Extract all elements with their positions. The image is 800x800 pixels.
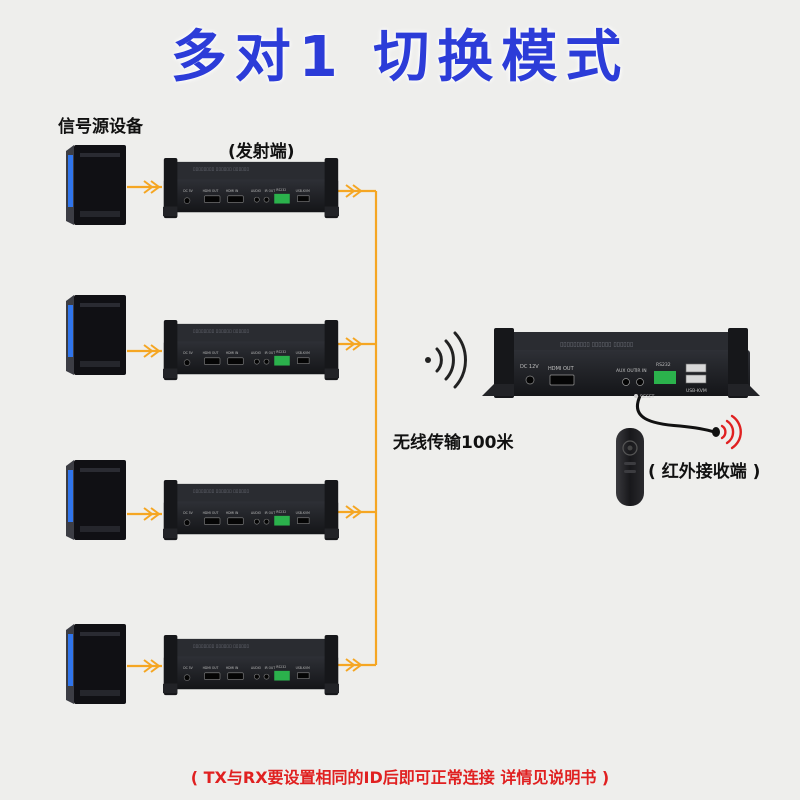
wifi-signal-icon [425, 333, 465, 387]
transmitter-device [152, 158, 350, 218]
svg-text:USB-KVM: USB-KVM [686, 388, 707, 394]
pc-tower-icon [66, 295, 126, 375]
svg-text:RS232: RS232 [656, 362, 671, 368]
transmitter-device [152, 320, 350, 380]
receiver-device: ▯▯▯▯▯▯▯▯▯ ▯▯▯▯▯▯ ▯▯▯▯▯▯ DC 12V HDMI OUT … [482, 328, 760, 400]
ir-receiver-label: ( 红外接收端 ) [648, 457, 760, 482]
svg-text:RESET: RESET [640, 394, 655, 400]
transmitter-device [152, 635, 350, 695]
ir-sensor [712, 427, 720, 437]
svg-text:HDMI OUT: HDMI OUT [548, 366, 575, 372]
svg-text:IR IN: IR IN [636, 368, 647, 374]
svg-text:AUX OUT: AUX OUT [616, 368, 637, 374]
ir-signal-icon [722, 416, 741, 448]
pc-tower-icon [66, 145, 126, 225]
transmitter-label: (发射端) [228, 137, 295, 162]
remote-control-icon [616, 428, 644, 506]
transmitter-device [152, 480, 350, 540]
pc-tower-icon [66, 460, 126, 540]
ir-cable [637, 396, 714, 432]
svg-text:DC 12V: DC 12V [520, 364, 539, 370]
connection-lines [127, 187, 376, 666]
svg-text:▯▯▯▯▯▯▯▯▯ ▯▯▯▯▯▯ ▯▯▯▯▯▯: ▯▯▯▯▯▯▯▯▯ ▯▯▯▯▯▯ ▯▯▯▯▯▯ [560, 341, 633, 348]
wireless-range-label: 无线传输100米 [393, 428, 514, 453]
page-title: 多对1 切换模式 [0, 12, 800, 93]
pc-tower-icon [66, 624, 126, 704]
arrow-chevrons [144, 181, 361, 672]
source-devices-label: 信号源设备 [58, 112, 143, 137]
setup-note: ( TX与RX要设置相同的ID后即可正常连接 详情见说明书 ) [0, 764, 800, 788]
